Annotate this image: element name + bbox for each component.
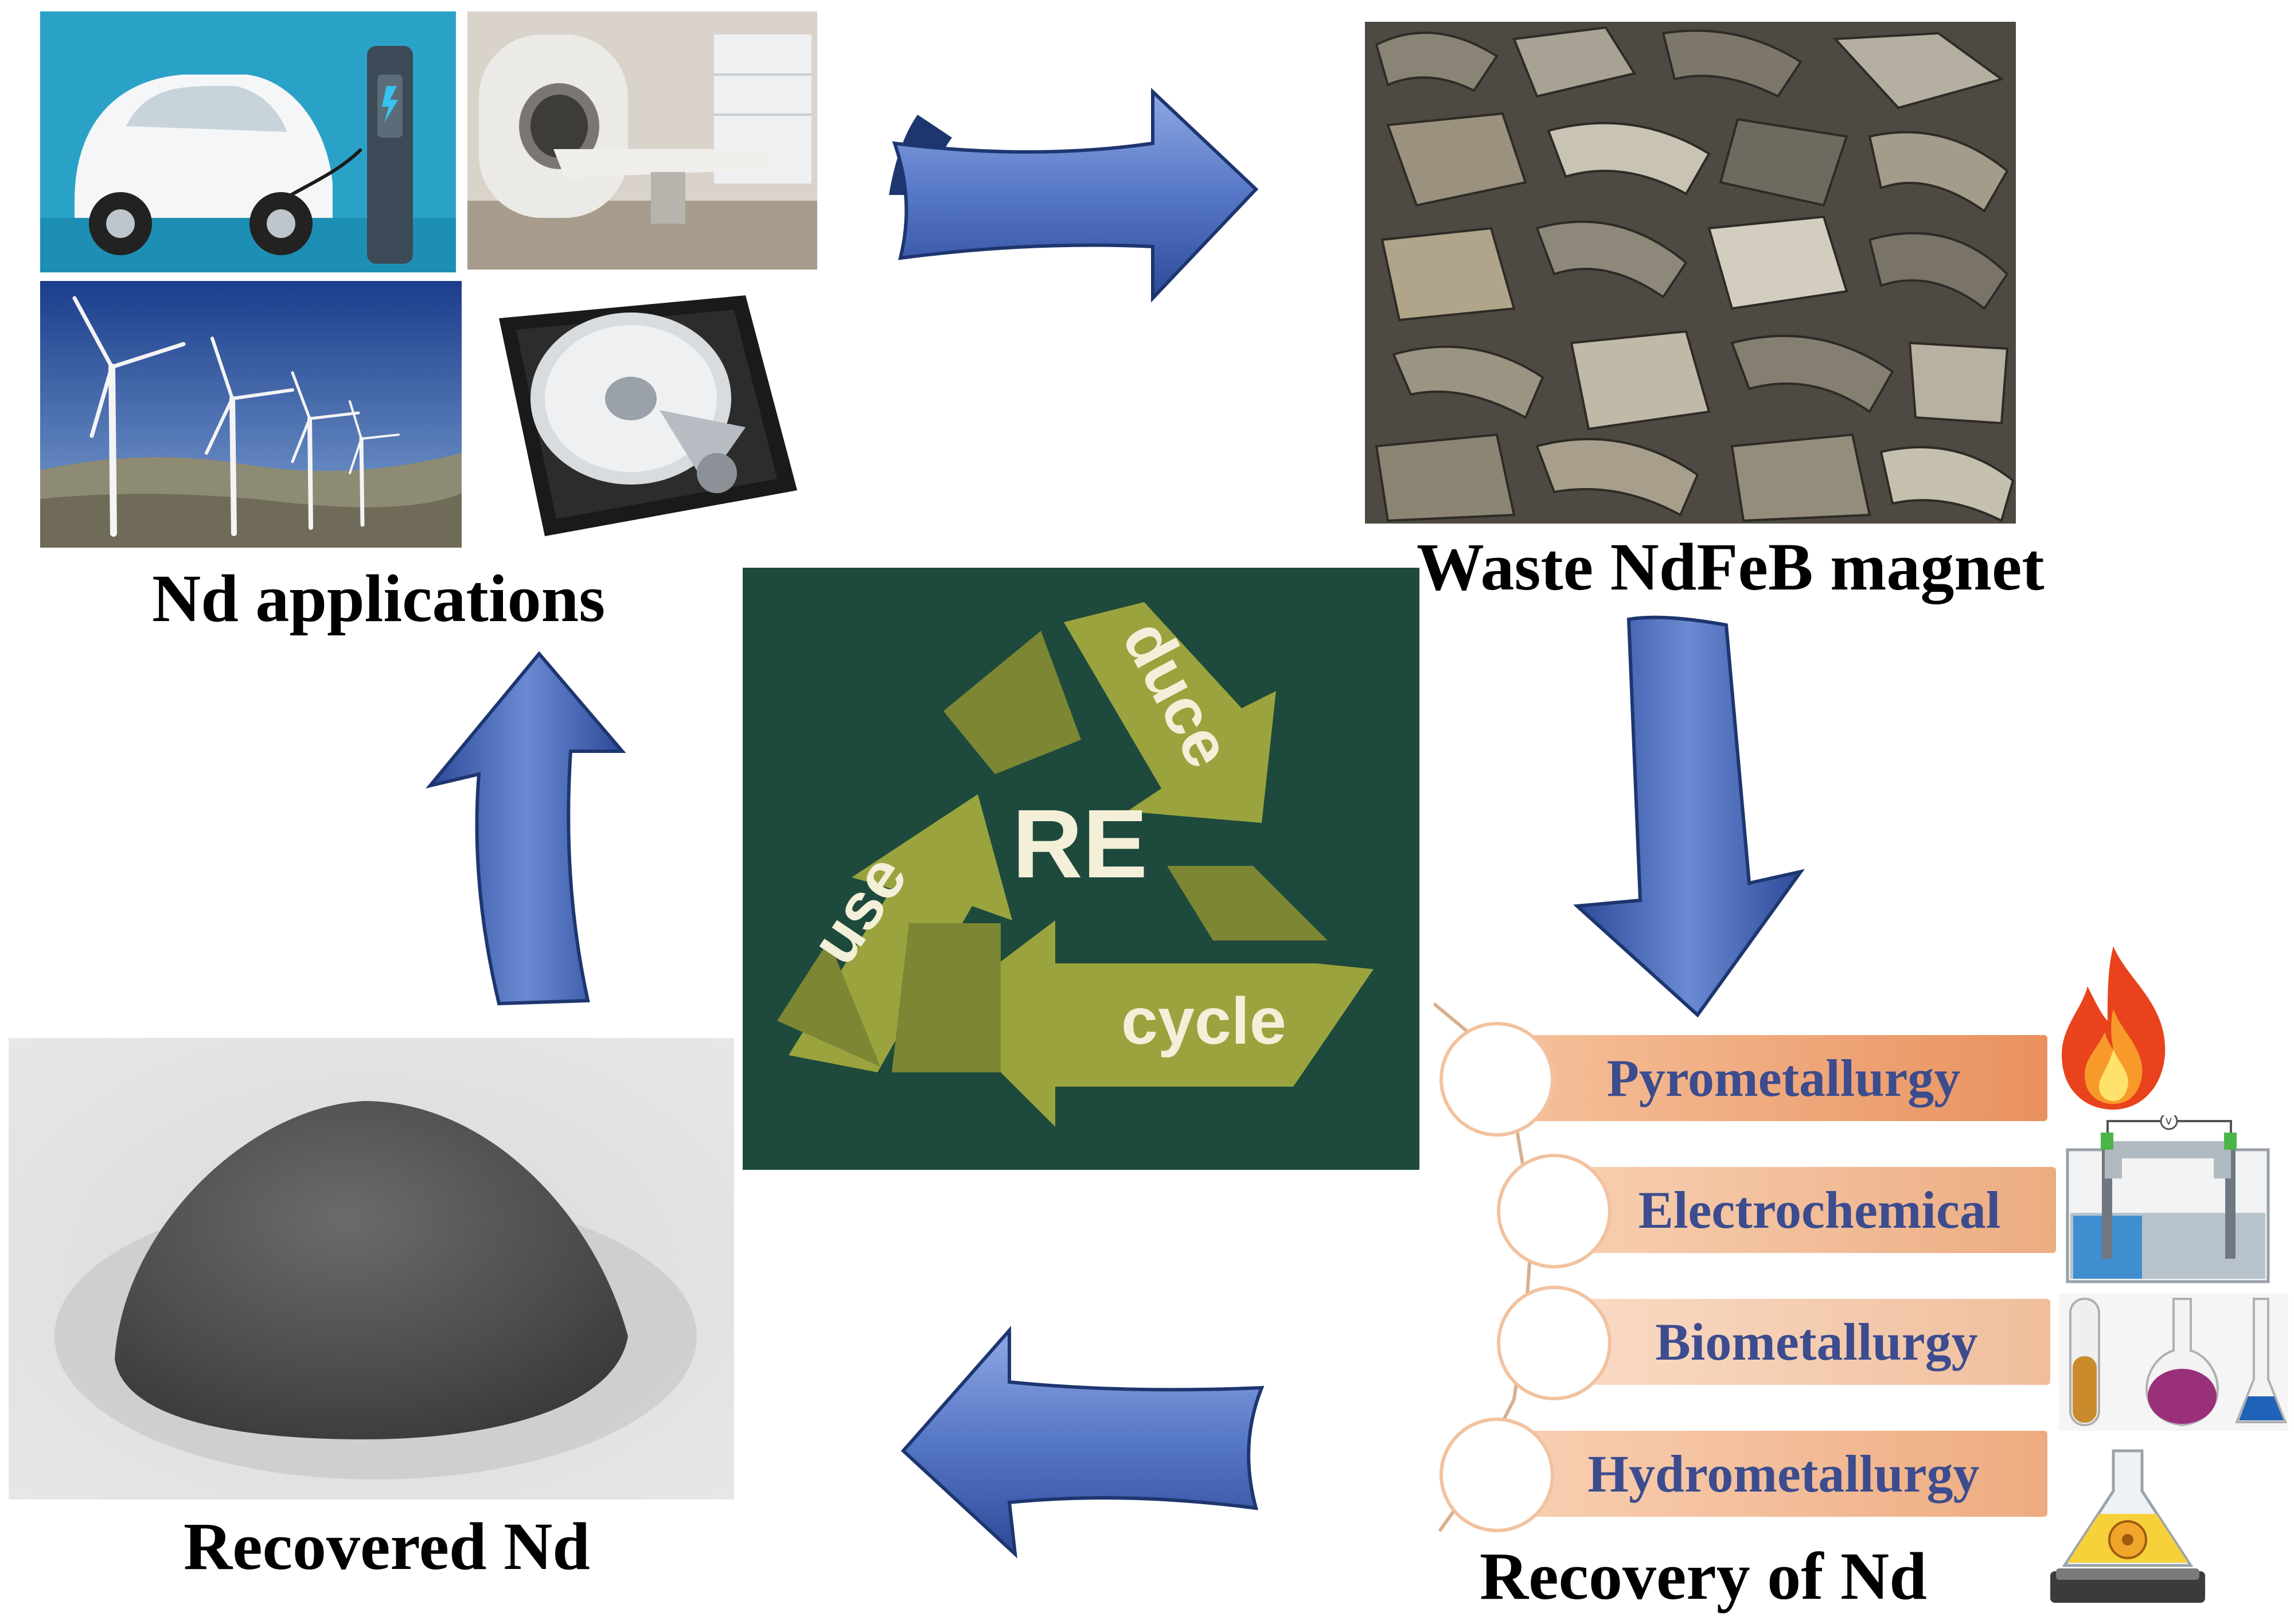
- recovered-nd-label: Recovered Nd: [184, 1509, 590, 1584]
- waste-magnet-photo: [1365, 22, 2016, 524]
- method-bar-biometallurgy: Biometallurgy: [1583, 1299, 2050, 1385]
- arrow-to-recovery-methods: [1566, 608, 1807, 1021]
- method-label-hydrometallurgy: Hydrometallurgy: [1587, 1445, 1980, 1503]
- electrolysis-cell-icon: V: [2062, 1112, 2274, 1287]
- recycle-arrow-bottom-text: cycle: [1121, 985, 1286, 1058]
- method-circle-electrochemical: [1497, 1154, 1612, 1268]
- svg-text:V: V: [2166, 1116, 2172, 1127]
- method-label-electrochemical: Electrochemical: [1638, 1181, 2001, 1239]
- recycle-logo: RE duce use cycle: [743, 568, 1419, 1170]
- nd-applications-label: Nd applications: [152, 561, 606, 636]
- arrow-to-recovered-nd: [895, 1319, 1273, 1560]
- arrow-to-nd-applications: [424, 642, 631, 1009]
- method-bar-hydrometallurgy: Hydrometallurgy: [1520, 1431, 2047, 1517]
- wind-turbines-photo: [40, 281, 462, 548]
- recycle-center-text: RE: [1012, 790, 1148, 899]
- method-circle-pyrometallurgy: [1439, 1022, 1554, 1137]
- method-circle-hydrometallurgy: [1439, 1418, 1554, 1532]
- flame-icon: [2053, 940, 2174, 1112]
- method-label-biometallurgy: Biometallurgy: [1655, 1313, 1978, 1371]
- heated-flask-icon: [2042, 1445, 2214, 1611]
- arrow-to-waste-magnet: [883, 75, 1262, 315]
- mri-scanner-photo: [467, 11, 817, 270]
- hard-drive-photo: [476, 284, 809, 545]
- method-bar-pyrometallurgy: Pyrometallurgy: [1520, 1035, 2047, 1121]
- method-bar-electrochemical: Electrochemical: [1583, 1167, 2056, 1253]
- recovery-of-nd-label: Recovery of Nd: [1480, 1539, 1927, 1614]
- method-label-pyrometallurgy: Pyrometallurgy: [1606, 1049, 1961, 1107]
- method-circle-biometallurgy: [1497, 1286, 1612, 1400]
- waste-magnet-label: Waste NdFeB magnet: [1417, 529, 2045, 604]
- recovered-nd-powder-photo: [9, 1038, 734, 1500]
- lab-glassware-icon: [2059, 1293, 2288, 1431]
- electric-car-photo: [40, 11, 456, 272]
